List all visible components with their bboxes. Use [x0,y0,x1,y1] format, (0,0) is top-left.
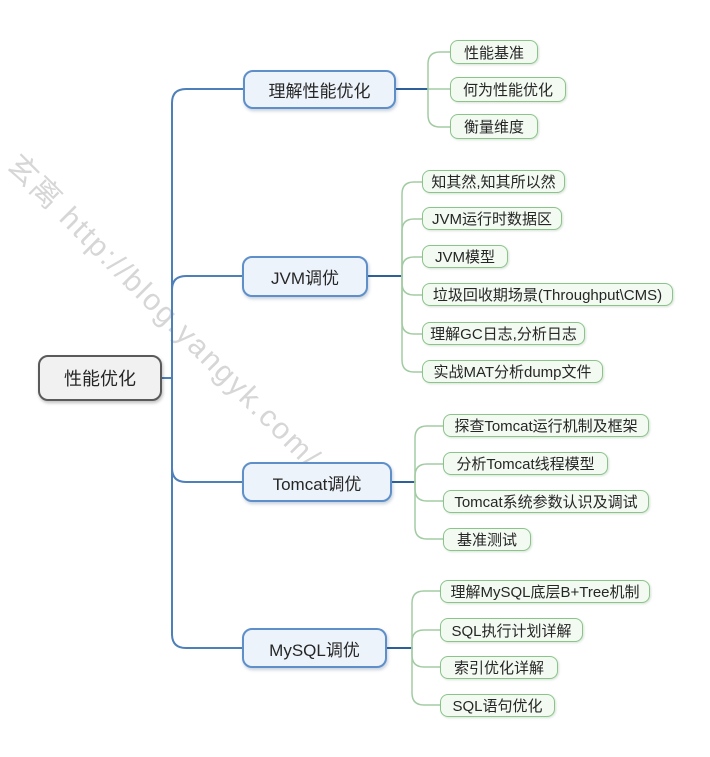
topic-node-label: JVM运行时数据区 [431,211,552,228]
topic-node-label: JVM模型 [434,249,495,266]
topic-node-label: 何为性能优化 [462,82,553,99]
connector-child [401,181,423,277]
root-node-label: 性能优化 [64,369,136,389]
topic-node[interactable]: 实战MAT分析dump文件 [422,360,603,383]
branch-node-label: JVM调优 [271,269,339,288]
topic-node-label: 基准测试 [456,532,517,549]
branch-node-label: 理解性能优化 [268,82,371,101]
connector-child [411,629,441,649]
root-node[interactable]: 性能优化 [38,355,162,401]
topic-node-label: 理解GC日志,分析日志 [430,326,577,343]
connector-child [401,275,423,296]
topic-node[interactable]: 何为性能优化 [450,77,566,102]
topic-node[interactable]: SQL执行计划详解 [440,618,583,642]
connector-child [401,275,423,373]
connector-child [411,647,441,668]
topic-node[interactable]: Tomcat系统参数认识及调试 [443,490,649,513]
connector-branch-tomcat [171,377,243,483]
topic-node[interactable]: 衡量维度 [450,114,538,139]
topic-node-label: SQL执行计划详解 [451,622,572,640]
topic-node-label: 实战MAT分析dump文件 [433,364,592,381]
topic-node-label: 知其然,知其所以然 [431,174,556,191]
branch-node-label: MySQL调优 [269,640,360,660]
branch-stub-connectors [367,88,429,649]
connector-child [414,481,444,540]
connector-child [414,481,444,502]
topic-node-label: 探查Tomcat运行机制及框架 [454,418,638,435]
topic-node[interactable]: 索引优化详解 [440,656,558,679]
topic-node-label: 索引优化详解 [453,660,544,677]
branch-node-jvm[interactable]: JVM调优 [242,256,368,297]
child-connectors [401,51,451,706]
branch-node-mysql[interactable]: MySQL调优 [242,628,387,668]
topic-node[interactable]: 基准测试 [443,528,531,551]
connector-child [401,218,423,277]
topic-node[interactable]: 垃圾回收期场景(Throughput\CMS) [422,283,673,306]
topic-node-label: 理解MySQL底层B+Tree机制 [450,584,640,601]
connector-branch-mysql [171,377,243,649]
connector-child [411,647,441,706]
branch-node-tomcat[interactable]: Tomcat调优 [242,462,392,502]
connector-branch-understanding [171,88,244,379]
topic-node[interactable]: JVM运行时数据区 [422,207,562,230]
topic-node[interactable]: 知其然,知其所以然 [422,170,565,193]
connector-child [401,256,423,277]
connector-child [411,590,441,649]
connector-child [414,463,444,483]
connector-child [427,51,451,90]
connector-child [401,275,423,335]
topic-node[interactable]: 探查Tomcat运行机制及框架 [443,414,649,437]
topic-node-label: SQL语句优化 [452,698,543,715]
main-connectors [161,88,244,649]
topic-node[interactable]: SQL语句优化 [440,694,555,717]
topic-node[interactable]: 性能基准 [450,40,538,64]
connector-child [427,88,451,128]
topic-node-label: Tomcat系统参数认识及调试 [454,494,638,511]
topic-node[interactable]: JVM模型 [422,245,508,268]
topic-node[interactable]: 理解MySQL底层B+Tree机制 [440,580,650,603]
connector-child [414,425,444,483]
topic-node[interactable]: 分析Tomcat线程模型 [443,452,608,475]
branch-node-label: Tomcat调优 [272,474,362,494]
connector-branch-jvm [171,275,243,379]
branch-node-understanding[interactable]: 理解性能优化 [243,70,396,109]
topic-node-label: 分析Tomcat线程模型 [456,456,595,473]
topic-node-label: 衡量维度 [463,119,524,136]
topic-node-label: 垃圾回收期场景(Throughput\CMS) [432,287,663,304]
topic-node-label: 性能基准 [463,44,524,62]
topic-node[interactable]: 理解GC日志,分析日志 [422,322,585,345]
